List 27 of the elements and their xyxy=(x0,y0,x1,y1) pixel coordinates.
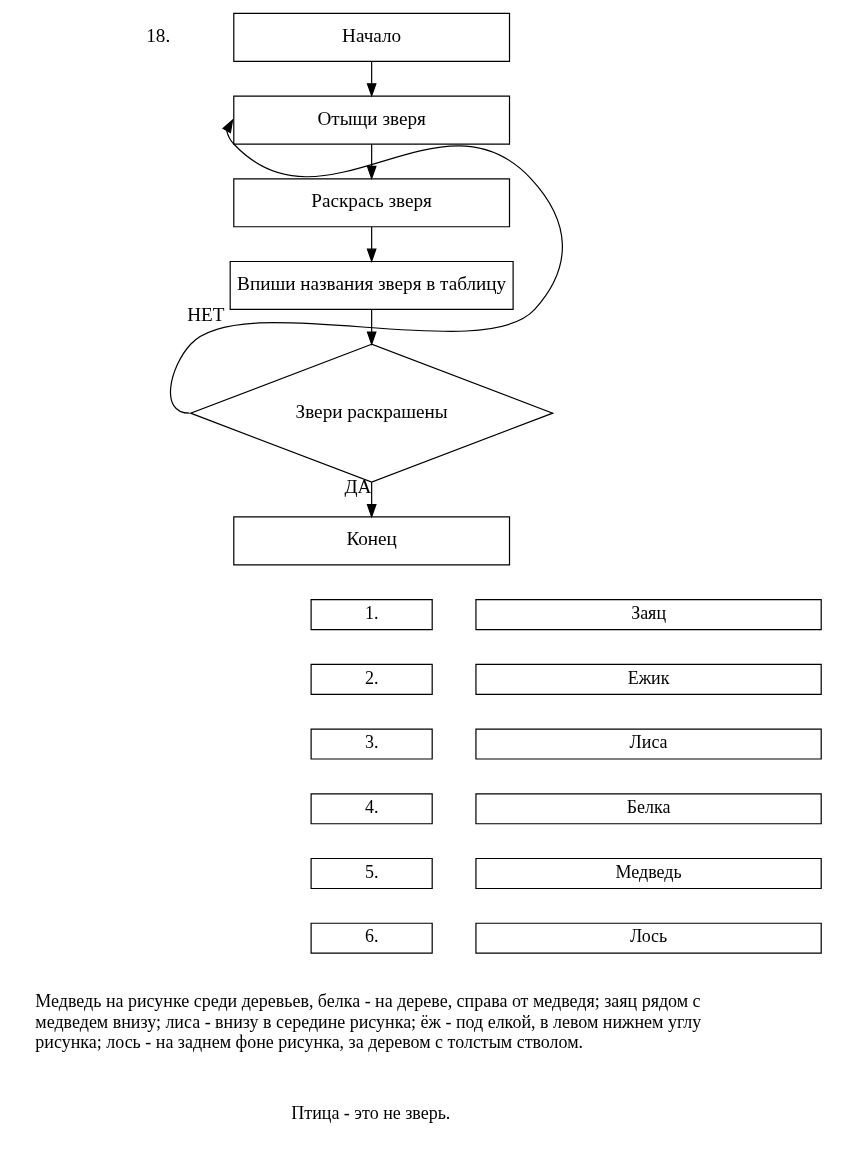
label: Лось xyxy=(629,926,668,947)
label: Медведь на рисунке среди деревьев, белка - на дереве, справа от медведя; заяц рядом с медведем внизу; лиса - внизу в середине рисунка; ёж - под елкой, в левом нижнем углу рисунка; лось - на заднем фоне рисунка, за деревом с толстым стволом. xyxy=(35,991,702,1052)
label: Птица - это не зверь. xyxy=(291,1103,451,1124)
arrow xyxy=(366,481,377,519)
label: Медведь xyxy=(615,861,682,882)
arrow xyxy=(366,226,377,263)
label: Заяц xyxy=(631,602,667,623)
node-box: Конец xyxy=(233,516,511,566)
arrow xyxy=(366,143,377,181)
node-box: Впиши названия зверя в таблицу xyxy=(229,260,514,311)
arrow xyxy=(169,118,563,414)
node-box: Начало xyxy=(233,12,511,62)
label: Ежик xyxy=(627,667,670,688)
arrow xyxy=(366,60,377,98)
label: 18. xyxy=(146,24,171,46)
edge-label: НЕТ xyxy=(187,304,225,326)
label: 2. xyxy=(364,667,379,688)
label: 5. xyxy=(364,861,379,882)
label: 1. xyxy=(364,602,379,623)
label: 6. xyxy=(364,926,379,947)
label: 4. xyxy=(364,796,379,817)
label: Белка xyxy=(626,796,671,817)
arrow xyxy=(366,309,377,346)
label: Лиса xyxy=(629,732,668,753)
node-box: Отыщи зверя xyxy=(233,95,511,145)
label: 3. xyxy=(364,732,379,753)
node-box: Раскрась зверя xyxy=(233,178,511,228)
